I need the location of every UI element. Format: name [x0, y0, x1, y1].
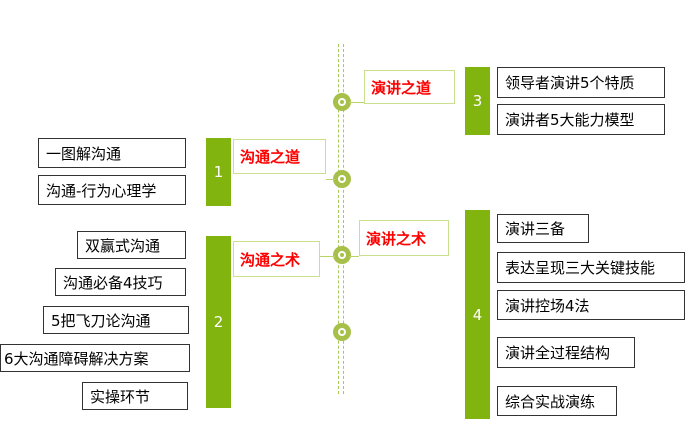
list-item: 演讲全过程结构 — [497, 337, 635, 368]
section-heading-communication-technique: 沟通之术 — [233, 241, 320, 277]
list-item: 6大沟通障碍解决方案 — [0, 344, 190, 372]
section-heading-speech-technique: 演讲之术 — [359, 220, 449, 256]
list-item: 领导者演讲5个特质 — [497, 67, 665, 98]
timeline-spine — [343, 44, 344, 394]
list-item: 实操环节 — [82, 382, 188, 410]
list-item: 演讲三备 — [497, 214, 589, 243]
list-item: 5把飞刀论沟通 — [43, 306, 189, 334]
list-item: 沟通-行为心理学 — [38, 175, 186, 205]
section-number-bar: 4 — [465, 210, 490, 419]
list-item: 综合实战演练 — [497, 386, 617, 416]
timeline-spine — [338, 44, 339, 394]
list-item: 一图解沟通 — [38, 138, 186, 168]
connector-line — [320, 256, 335, 257]
list-item: 双赢式沟通 — [77, 231, 186, 259]
section-number-bar: 2 — [206, 236, 231, 408]
section-number-bar: 1 — [206, 138, 231, 206]
list-item: 表达呈现三大关键技能 — [497, 252, 685, 283]
list-item: 演讲者5大能力模型 — [497, 104, 665, 135]
timeline-node — [333, 93, 351, 111]
list-item: 演讲控场4法 — [497, 290, 685, 320]
connector-line — [349, 102, 364, 103]
timeline-node — [333, 170, 351, 188]
timeline-node — [333, 323, 351, 341]
list-item: 沟通必备4技巧 — [55, 268, 186, 296]
section-number-bar: 3 — [465, 67, 490, 135]
connector-line — [349, 256, 359, 257]
timeline-node — [333, 246, 351, 264]
section-heading-communication-way: 沟通之道 — [233, 139, 326, 174]
connector-line — [326, 179, 335, 180]
section-heading-speech-way: 演讲之道 — [364, 70, 455, 104]
